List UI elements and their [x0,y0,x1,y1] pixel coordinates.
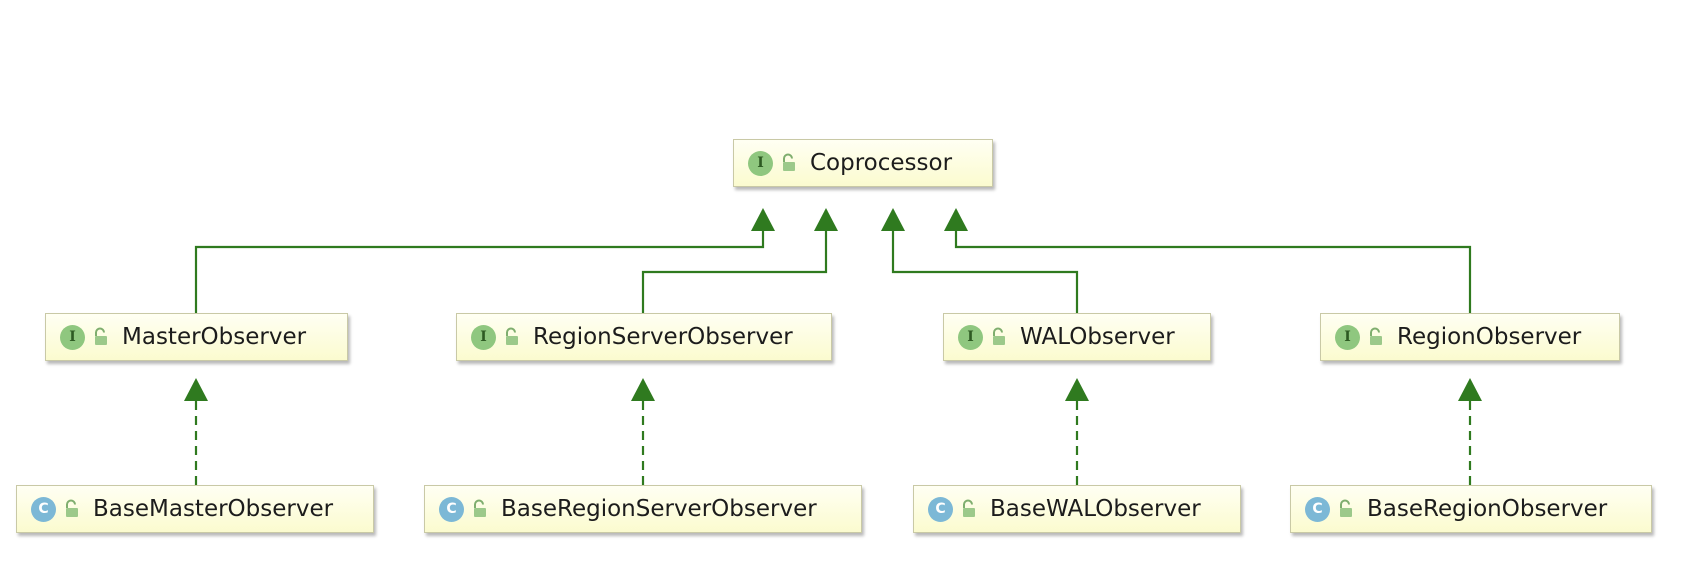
edge-regionobserver-to-coprocessor [954,210,1472,313]
edge-masterobserver-to-coprocessor [194,210,765,313]
arrowhead-walobserver [881,208,905,231]
class-icon: C [439,496,464,522]
node-baseregionobserver[interactable]: C BaseRegionObserver [1290,485,1652,533]
arrowhead-regionserverobserver [814,208,838,231]
arrowhead-baseregionserverobserver [631,378,655,401]
arrowhead-regionobserver [944,208,968,231]
node-label: WALObserver [1020,324,1175,350]
class-icon: C [928,496,953,522]
unlocked-icon [95,327,107,345]
edge-walobserver-to-coprocessor [891,210,1079,313]
node-regionobserver[interactable]: I RegionObserver [1320,313,1620,361]
node-coprocessor[interactable]: I Coprocessor [733,139,993,187]
interface-icon: I [1335,324,1360,350]
node-label: BaseWALObserver [990,496,1201,522]
unlocked-icon [506,327,518,345]
interface-icon: I [471,324,496,350]
unlocked-icon [474,499,486,517]
node-regionserverobserver[interactable]: I RegionServerObserver [456,313,832,361]
class-icon: C [1305,496,1330,522]
class-icon: C [31,496,56,522]
node-label: RegionServerObserver [533,324,793,350]
interface-icon: I [748,150,773,176]
node-label: Coprocessor [810,150,953,176]
unlocked-icon [1340,499,1352,517]
unlocked-icon [993,327,1005,345]
edge-regionserverobserver-to-coprocessor [641,210,828,313]
node-masterobserver[interactable]: I MasterObserver [45,313,348,361]
arrowhead-baseregionobserver [1458,378,1482,401]
unlocked-icon [963,499,975,517]
unlocked-icon [66,499,78,517]
node-label: BaseRegionServerObserver [501,496,817,522]
node-basemasterobserver[interactable]: C BaseMasterObserver [16,485,374,533]
node-label: MasterObserver [122,324,307,350]
arrowhead-masterobserver [751,208,775,231]
arrowhead-basewalobserver [1065,378,1089,401]
interface-icon: I [60,324,85,350]
node-label: BaseRegionObserver [1367,496,1608,522]
interface-icon: I [958,324,983,350]
node-baseregionserverobserver[interactable]: C BaseRegionServerObserver [424,485,862,533]
node-label: BaseMasterObserver [93,496,334,522]
node-walobserver[interactable]: I WALObserver [943,313,1211,361]
unlocked-icon [1370,327,1382,345]
node-label: RegionObserver [1397,324,1582,350]
node-basewalobserver[interactable]: C BaseWALObserver [913,485,1241,533]
arrowhead-basemasterobserver [184,378,208,401]
unlocked-icon [783,153,795,171]
